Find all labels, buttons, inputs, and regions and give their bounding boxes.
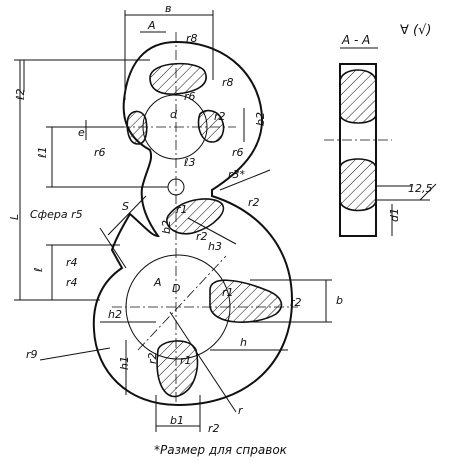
label-A-top: А	[147, 19, 156, 32]
label-l: ℓ	[32, 267, 45, 273]
label-r2-top: r2	[214, 110, 226, 123]
r-leader	[169, 311, 237, 413]
label-l3: ℓ3	[183, 156, 196, 169]
section-right	[197, 109, 225, 143]
label-S: S	[122, 200, 129, 213]
label-r2-mid: r2	[248, 196, 260, 209]
label-b2-mid: b2	[160, 220, 173, 234]
label-d: d	[170, 108, 178, 121]
hook-main-view	[14, 10, 332, 432]
label-b: в	[165, 2, 171, 15]
label-L: L	[8, 214, 21, 220]
dim-S-line	[107, 195, 147, 236]
section-left	[126, 110, 148, 145]
label-h1: h1	[118, 356, 131, 370]
section-d1: d1	[388, 208, 401, 222]
label-b2-right: b2	[254, 112, 267, 126]
label-b-right: b	[336, 294, 343, 307]
section-aa-lower	[339, 158, 377, 212]
label-h3: h3	[208, 240, 222, 253]
label-e: e	[78, 126, 85, 139]
dim-h3-line	[187, 217, 237, 245]
label-l1: ℓ1	[36, 146, 49, 159]
section-mid	[166, 198, 225, 235]
section-aa-upper	[339, 69, 377, 124]
label-r1-mid: r1	[176, 203, 188, 216]
label-A-section: A	[153, 276, 162, 289]
section-top	[149, 62, 207, 95]
section-title: А - А	[341, 33, 370, 47]
hook-outer-contour	[92, 40, 294, 407]
label-r6-a: r6	[184, 90, 196, 103]
r3-leader	[219, 169, 271, 191]
label-sphere: Сфера r5	[30, 208, 83, 221]
label-r6-b: r6	[94, 146, 106, 159]
section-outline	[339, 63, 377, 237]
label-D: D	[172, 282, 180, 295]
label-r9: r9	[26, 348, 38, 361]
label-r3: r3*	[228, 168, 246, 181]
roughness-mark: ∀ (√)	[400, 23, 431, 38]
label-r8-a: r8	[186, 32, 198, 45]
label-r2-bot2: r2	[208, 422, 220, 435]
label-h: h	[240, 336, 247, 349]
section-value: 12,5	[408, 182, 433, 195]
label-r1-right: r1	[222, 286, 234, 299]
footnote: *Размер для справок	[154, 443, 288, 457]
label-l2: ℓ2	[14, 88, 27, 101]
dimension-labels: в А r8 r8 ℓ2 r6 d r2 b2 e ℓ1 r6 r6 ℓ3 r3…	[8, 2, 343, 435]
sphere-leader	[99, 227, 127, 269]
label-b1: b1	[170, 414, 184, 427]
section-value-leader	[419, 183, 437, 201]
label-r8-b: r8	[222, 76, 234, 89]
label-r4-b: r4	[66, 276, 78, 289]
label-r2-right: r2	[290, 296, 302, 309]
label-r2-bot: r2	[146, 352, 159, 364]
section-view: А - А 12,5 d1	[324, 33, 437, 237]
label-h2: h2	[108, 308, 122, 321]
section-bottom	[156, 340, 199, 398]
section-right-lobe	[209, 279, 283, 323]
label-r6-c: r6	[232, 146, 244, 159]
label-r4-a: r4	[66, 256, 78, 269]
label-r: r	[238, 404, 244, 417]
label-r2-mid2: r2	[196, 230, 208, 243]
throat-diagonal-axis	[137, 255, 227, 351]
label-r1-bot: r1	[180, 354, 192, 367]
r9-leader	[39, 347, 111, 361]
